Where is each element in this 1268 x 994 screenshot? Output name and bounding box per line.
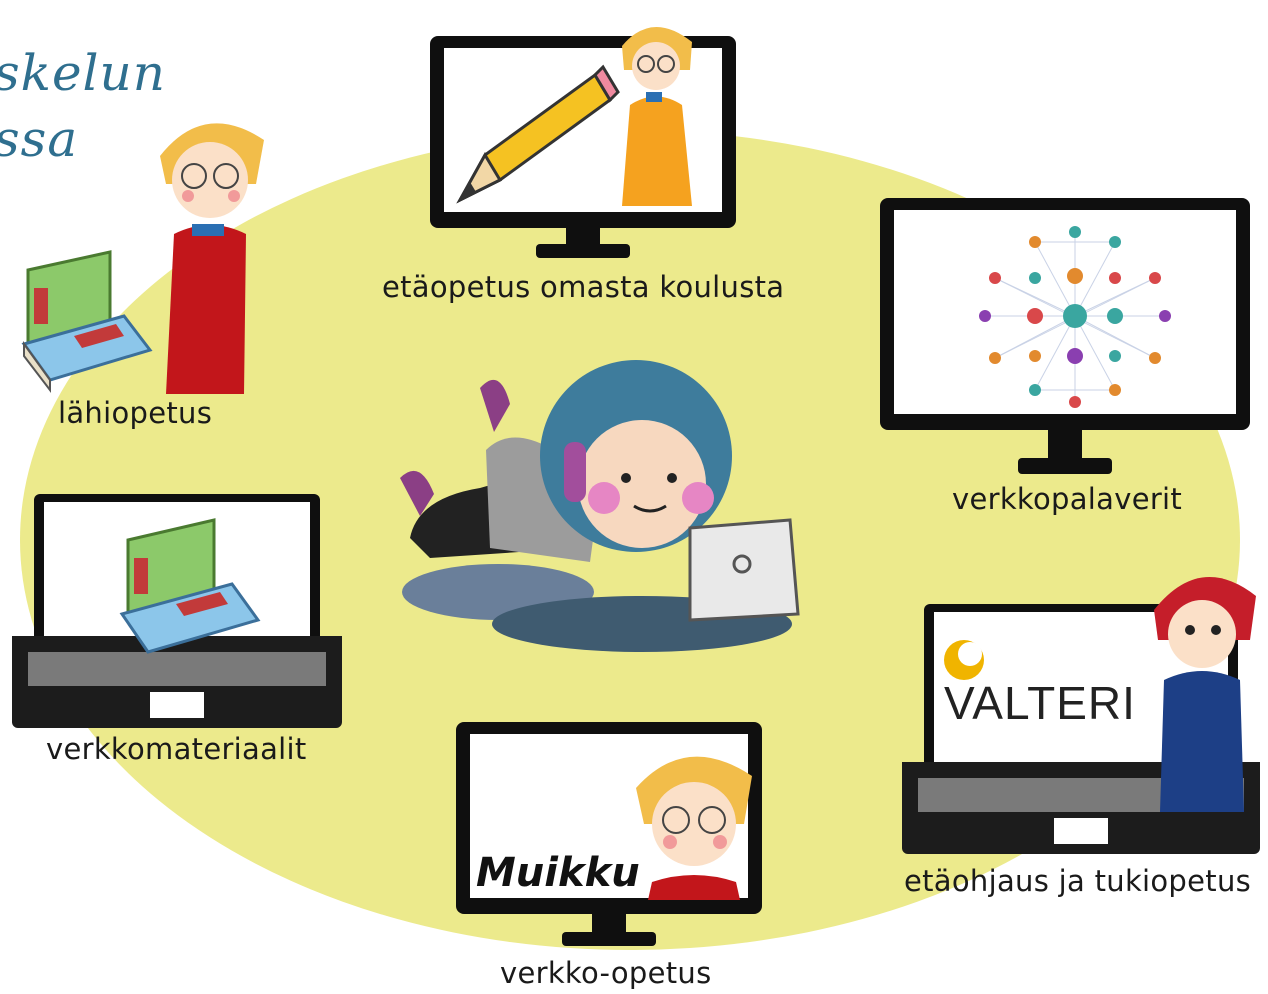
muikku-logo: Muikku — [476, 850, 640, 896]
teacher-illustration — [160, 123, 264, 394]
monitor-neck — [566, 226, 600, 248]
title-line-1: skelun — [0, 44, 166, 102]
monitor-stand — [562, 932, 656, 946]
title-line-2: ssa — [0, 110, 79, 168]
laptop-base — [12, 636, 342, 728]
laptop-touchpad — [1054, 818, 1108, 844]
label-distance-teaching: etäopetus omasta koulusta — [382, 270, 785, 304]
student-illustration — [400, 360, 800, 652]
label-online-teaching: verkko-opetus — [500, 956, 712, 990]
laptop-touchpad — [150, 692, 204, 718]
monitor-stand — [536, 244, 630, 258]
teacher-illustration — [636, 756, 752, 900]
diagram-title: skelun ssa — [0, 40, 166, 172]
monitor-stand — [1018, 458, 1112, 474]
monitor-neck — [1048, 428, 1082, 462]
laptop-keyboard — [28, 652, 326, 686]
pencil-icon — [456, 64, 620, 204]
teacher-illustration — [1154, 577, 1256, 812]
books-icon — [21, 250, 153, 393]
books-icon — [119, 518, 261, 654]
valteri-logo: VALTERI — [944, 677, 1136, 729]
label-remote-guidance: etäohjaus ja tukiopetus — [904, 864, 1252, 898]
label-online-meetings: verkkopalaverit — [952, 482, 1183, 516]
label-contact-teaching: lähiopetus — [58, 396, 213, 430]
valteri-sun-icon — [944, 640, 984, 680]
label-online-materials: verkkomateriaalit — [46, 732, 307, 766]
teacher-illustration — [622, 26, 692, 206]
network-icon — [979, 226, 1171, 408]
